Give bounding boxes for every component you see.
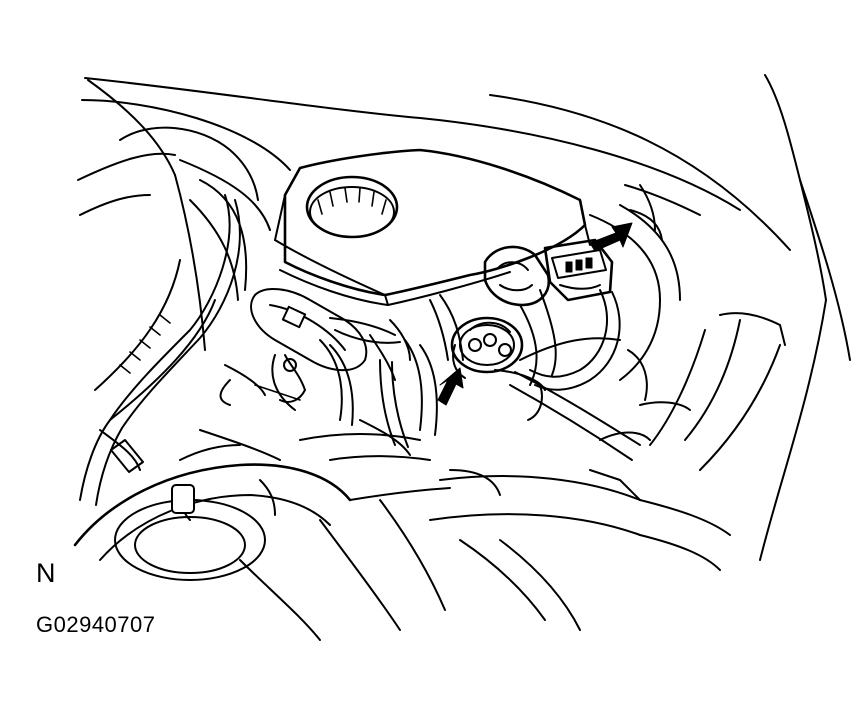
thick-harness — [509, 337, 641, 461]
left-wiring-harness — [79, 194, 241, 506]
upper-connector — [483, 238, 614, 307]
lower-tubes — [239, 469, 731, 641]
brake-fluid-reservoir — [274, 148, 591, 306]
master-cylinder-body — [219, 288, 411, 426]
callout-arrow-icon — [589, 222, 633, 252]
right-firewall — [599, 209, 786, 471]
callout-arrow-icon — [437, 367, 464, 406]
brake-lines — [359, 294, 464, 456]
figure-code: G02940707 — [36, 612, 156, 637]
lower-engine — [73, 429, 451, 581]
view-label: N — [36, 558, 56, 588]
hood-outline — [81, 74, 851, 561]
